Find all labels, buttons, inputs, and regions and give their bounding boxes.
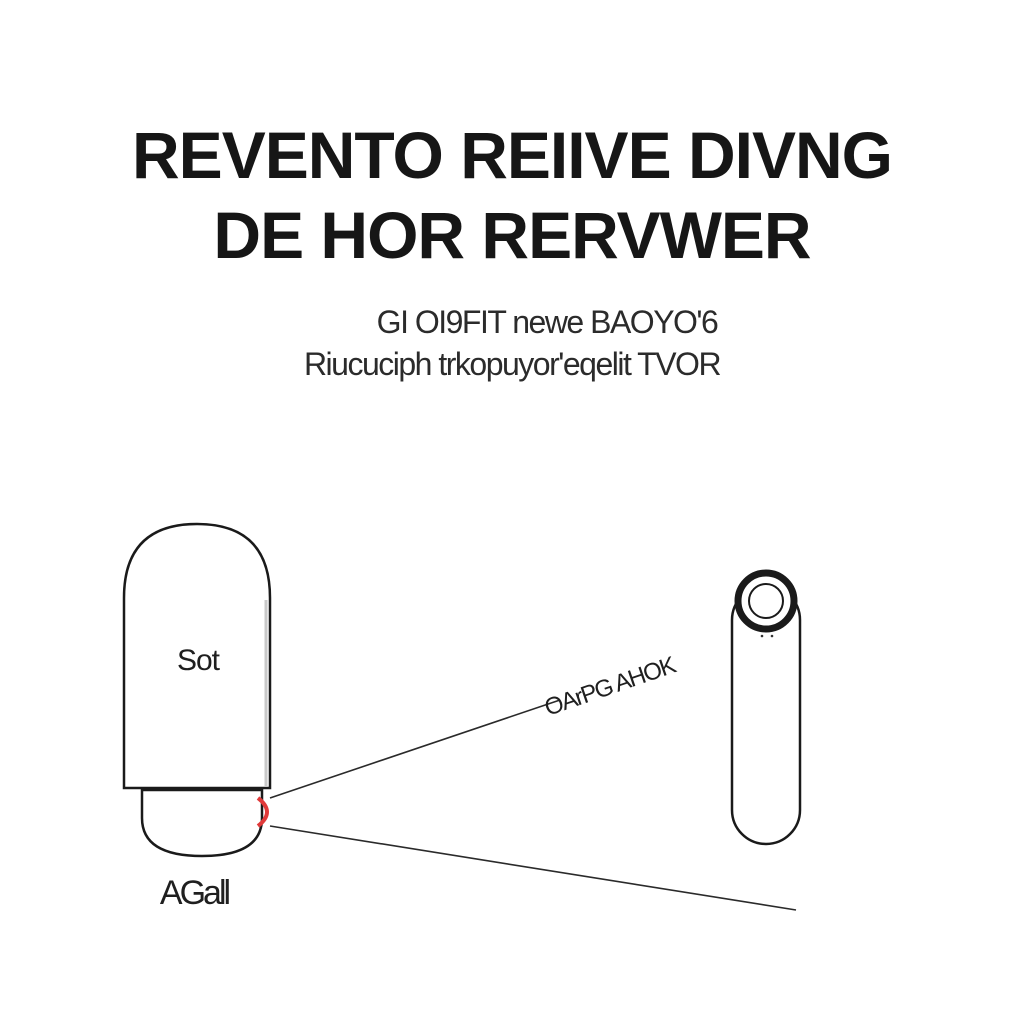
title-line-2: DE HOR RERVWER [213,198,811,272]
left-device-body [122,522,272,790]
beam-upper [269,699,561,799]
left-device-caption: AGall [160,874,230,912]
left-device-label: Sot [177,644,221,677]
title-line-1: REVENTO REIIVE DIVNG [132,118,893,192]
beam-label: OArPG AHOK [541,651,680,721]
right-device-dot [770,634,774,638]
beam-lower [269,825,797,911]
right-device-dot [760,634,764,638]
subtitle-line-2: Riucuciph trkopuyor'eqelit TVOR [303,346,722,382]
subtitle-line-1: GI OI9FIT newe BAOYO'6 [376,304,719,340]
emitter-mark [256,796,269,828]
right-device-lens-inner [748,583,784,619]
left-device-base [140,788,264,858]
